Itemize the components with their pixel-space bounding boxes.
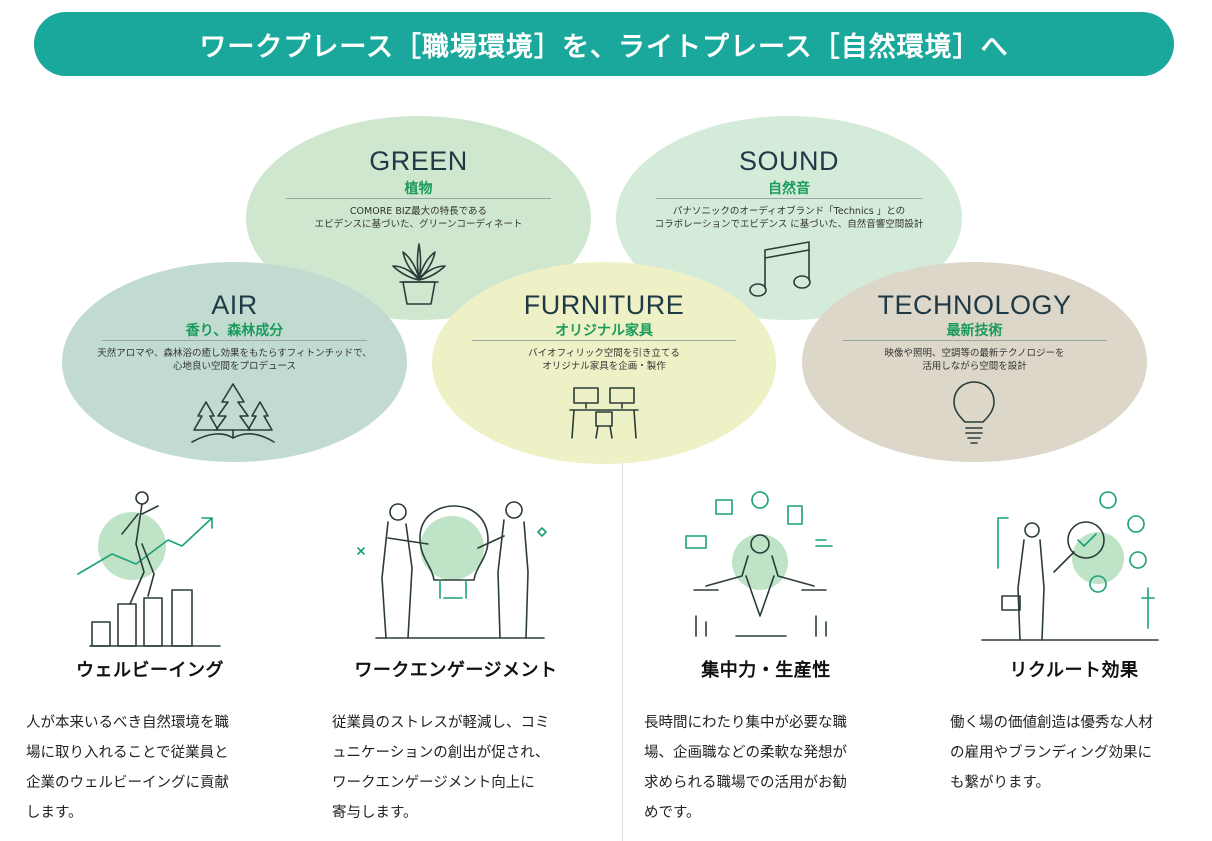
ellipse-furniture: FURNITURE オリジナル家具 バイオフィリック空間を引き立てる オリジナル… bbox=[432, 262, 776, 464]
light-bulb-icon bbox=[949, 378, 999, 452]
line: ワークエンゲージメント向上に bbox=[332, 775, 535, 791]
furniture-desc-line1: バイオフィリック空間を引き立てる bbox=[528, 348, 680, 359]
benefit-engagement-title: ワークエンゲージメント bbox=[354, 660, 558, 681]
line: も繋がります。 bbox=[950, 775, 1051, 791]
banner-title: ワークプレース［職場環境］を、ライトプレース［自然環境］へ bbox=[199, 31, 1009, 63]
green-desc-line1: COMORE BIZ最大の特長である bbox=[349, 206, 488, 217]
technology-description: 映像や照明、空調等の最新テクノロジーを 活用しながら空間を設計 bbox=[802, 347, 1147, 373]
growth-stairs-icon bbox=[72, 484, 232, 658]
furniture-subtitle: オリジナル家具 bbox=[555, 323, 653, 339]
benefit-engagement-text: 従業員のストレスが軽減し、コミ ュニケーションの創出が促され、 ワークエンゲージ… bbox=[332, 708, 592, 828]
line: ュニケーションの創出が促され、 bbox=[332, 745, 550, 761]
puzzle-collaboration-icon bbox=[348, 488, 548, 652]
furniture-description: バイオフィリック空間を引き立てる オリジナル家具を企画・製作 bbox=[432, 347, 776, 373]
air-divider bbox=[102, 340, 367, 341]
sound-desc-line1: パナソニックのオーディオブランド「Technics 」との bbox=[672, 206, 906, 217]
line: します。 bbox=[26, 805, 83, 821]
benefit-productivity-text: 長時間にわたり集中が必要な職 場、企画職などの柔軟な発想が 求められる職場での活… bbox=[644, 708, 904, 828]
technology-desc-line1: 映像や照明、空調等の最新テクノロジーを bbox=[884, 348, 1065, 359]
green-title: GREEN bbox=[369, 146, 468, 176]
multitasking-person-icon bbox=[676, 486, 846, 650]
ellipse-air: AIR 香り、森林成分 天然アロマや、森林浴の癒し効果をもたらすフィトンチッドで… bbox=[62, 262, 407, 462]
green-divider bbox=[286, 198, 551, 199]
header-banner: ワークプレース［職場環境］を、ライトプレース［自然環境］へ bbox=[34, 12, 1174, 76]
green-subtitle: 植物 bbox=[404, 181, 433, 197]
green-description: COMORE BIZ最大の特長である エビデンスに基づいた、グリーンコーディネー… bbox=[246, 205, 591, 231]
air-subtitle: 香り、森林成分 bbox=[185, 323, 284, 339]
benefit-productivity-title: 集中力・生産性 bbox=[701, 660, 831, 681]
technology-subtitle: 最新技術 bbox=[946, 323, 1003, 339]
line: 場に取り入れることで従業員と bbox=[26, 745, 229, 761]
line: 従業員のストレスが軽減し、コミ bbox=[332, 715, 550, 731]
forest-icon bbox=[190, 380, 276, 448]
air-title: AIR bbox=[211, 290, 258, 320]
line: 人が本来いるべき自然環境を職 bbox=[26, 715, 229, 731]
sound-description: パナソニックのオーディオブランド「Technics 」との コラボレーションでエ… bbox=[616, 205, 962, 231]
green-desc-line2: エビデンスに基づいた、グリーンコーディネート bbox=[314, 219, 523, 230]
line: の雇用やブランディング効果に bbox=[950, 745, 1152, 761]
benefit-wellbeing-text: 人が本来いるべき自然環境を職 場に取り入れることで従業員と 企業のウェルビーイン… bbox=[26, 708, 286, 828]
line: 場、企画職などの柔軟な発想が bbox=[644, 745, 847, 761]
air-desc-line2: 心地良い空間をプロデュース bbox=[172, 361, 297, 372]
recruitment-search-icon bbox=[978, 488, 1168, 652]
line: 長時間にわたり集中が必要な職 bbox=[644, 715, 847, 731]
technology-desc-line2: 活用しながら空間を設計 bbox=[922, 361, 1027, 372]
sound-title: SOUND bbox=[738, 146, 839, 176]
air-desc-line1: 天然アロマや、森林浴の癒し効果をもたらすフィトンチッドで、 bbox=[97, 348, 372, 359]
technology-title: TECHNOLOGY bbox=[877, 290, 1072, 320]
sound-subtitle: 自然音 bbox=[768, 181, 810, 197]
furniture-desc-line2: オリジナル家具を企画・製作 bbox=[542, 361, 666, 372]
ellipse-technology: TECHNOLOGY 最新技術 映像や照明、空調等の最新テクノロジーを 活用しな… bbox=[802, 262, 1147, 462]
sound-divider bbox=[656, 198, 922, 199]
line: 寄与します。 bbox=[332, 805, 418, 821]
furniture-divider bbox=[472, 340, 736, 341]
potted-plant-icon bbox=[389, 238, 449, 312]
benefit-wellbeing-title: ウェルビーイング bbox=[76, 660, 224, 681]
furniture-title: FURNITURE bbox=[523, 290, 685, 320]
benefit-recruitment-title: リクルート効果 bbox=[1009, 660, 1139, 681]
center-divider bbox=[622, 462, 623, 841]
line: 働く場の価値創造は優秀な人材 bbox=[950, 715, 1153, 731]
technology-divider bbox=[842, 340, 1107, 341]
line: めです。 bbox=[644, 805, 701, 821]
desk-workstation-icon bbox=[568, 384, 640, 444]
music-note-icon bbox=[747, 238, 817, 304]
air-description: 天然アロマや、森林浴の癒し効果をもたらすフィトンチッドで、 心地良い空間をプロデ… bbox=[62, 347, 407, 373]
sound-desc-line2: コラボレーションでエビデンス に基づいた、自然音響空間設計 bbox=[654, 219, 924, 230]
line: 求められる職場での活用がお勧 bbox=[644, 775, 847, 791]
line: 企業のウェルビーイングに貢献 bbox=[26, 775, 229, 791]
benefit-recruitment-text: 働く場の価値創造は優秀な人材 の雇用やブランディング効果に も繋がります。 bbox=[950, 708, 1210, 798]
